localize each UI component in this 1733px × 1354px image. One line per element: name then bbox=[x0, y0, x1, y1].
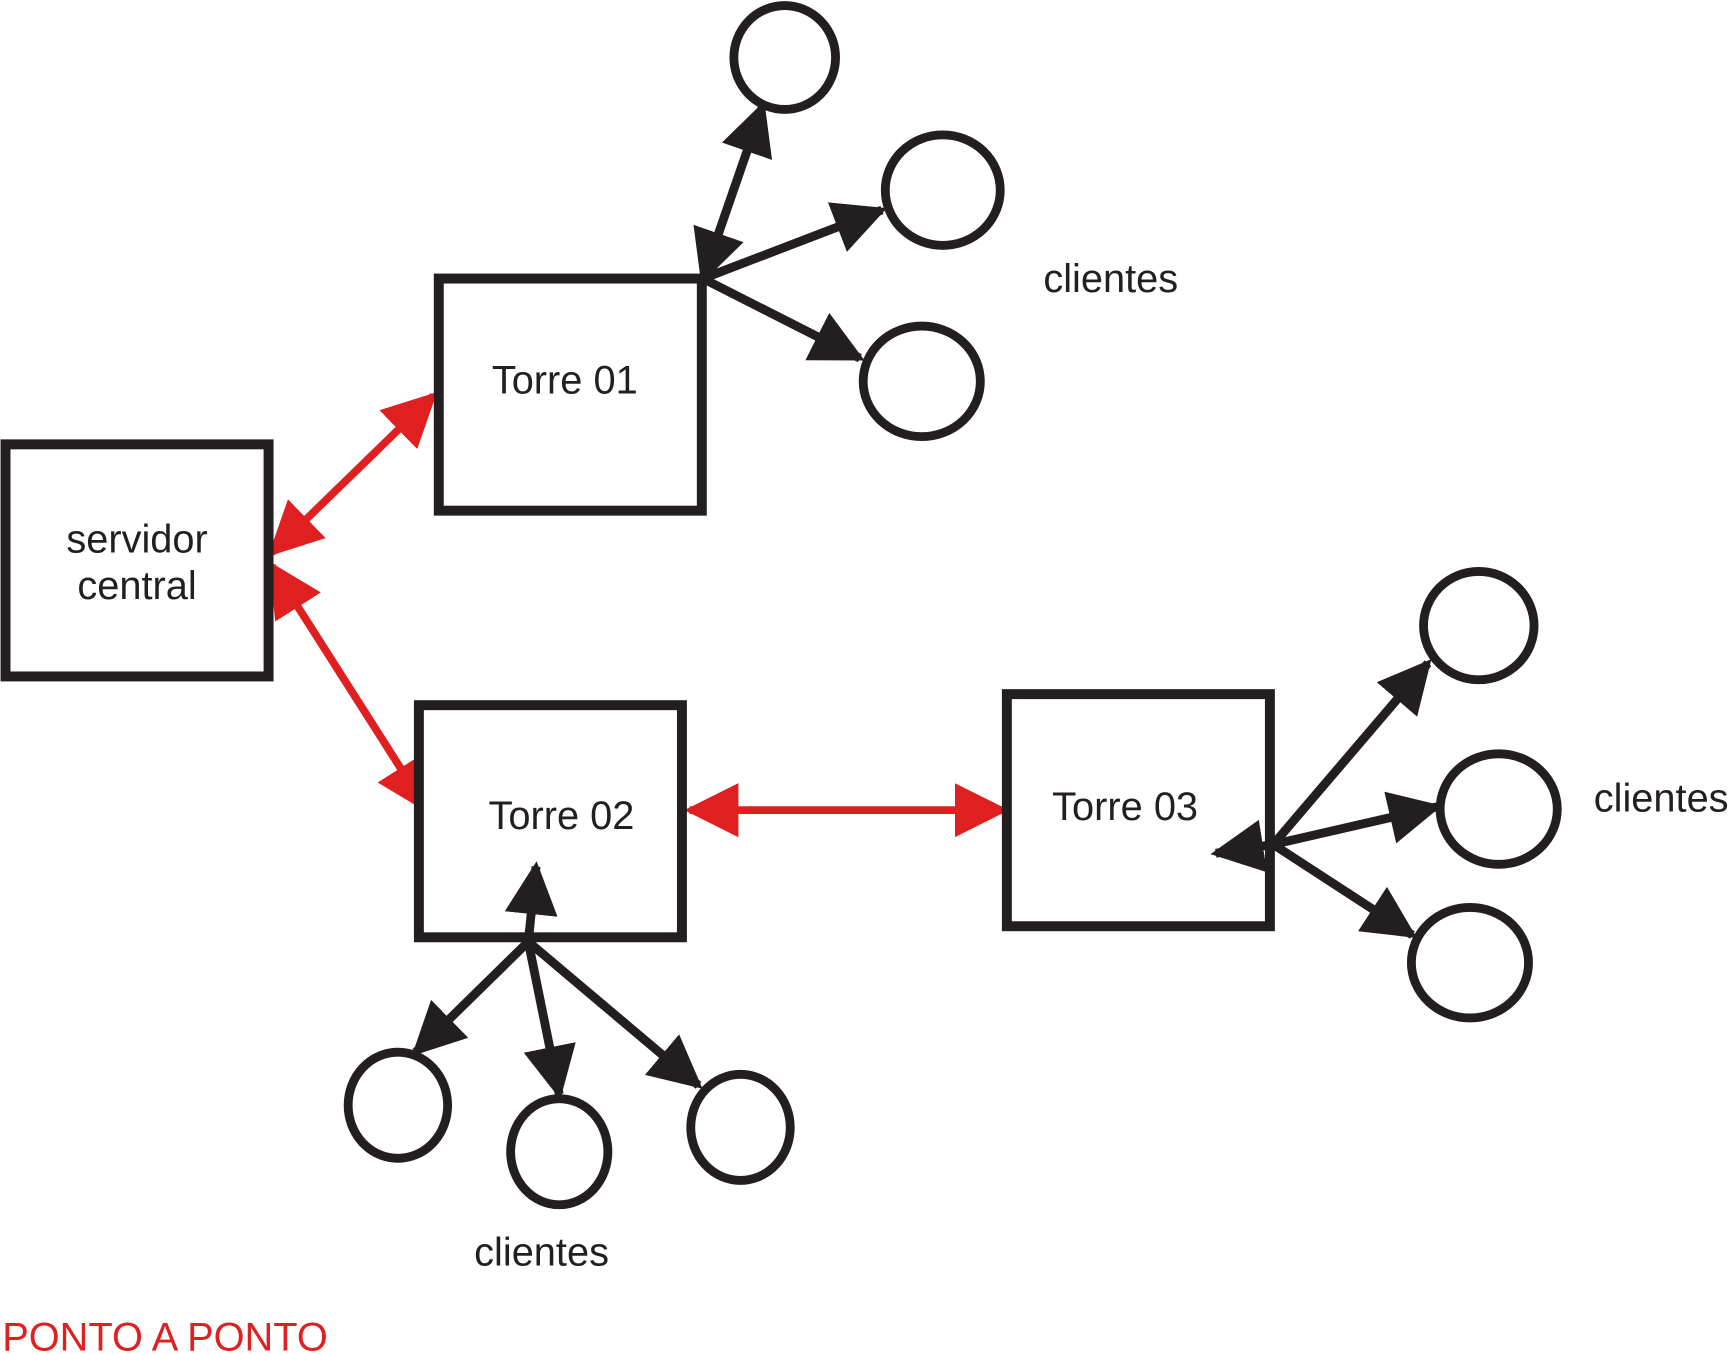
torre02-client-link-3 bbox=[525, 938, 703, 1089]
torre01-client-link-1 bbox=[693, 101, 773, 284]
torre03-client-3[interactable] bbox=[1406, 903, 1533, 1023]
torre01-client-2[interactable] bbox=[880, 130, 1005, 250]
server-node[interactable]: servidor central bbox=[0, 439, 274, 682]
torre03-clients-label: clientes bbox=[1594, 776, 1729, 820]
torre01-label: Torre 01 bbox=[492, 359, 638, 403]
torre02-uplink-arrow bbox=[504, 861, 558, 943]
torre01-client-link-3 bbox=[700, 274, 865, 363]
torre03-node[interactable]: Torre 03 bbox=[1001, 689, 1275, 932]
torre02-node[interactable]: Torre 02 bbox=[413, 700, 687, 943]
torre02-label: Torre 02 bbox=[489, 794, 635, 838]
torre01-client-3[interactable] bbox=[858, 321, 985, 442]
torre03-client-links bbox=[1210, 659, 1442, 939]
torre02-client-2[interactable] bbox=[506, 1094, 613, 1210]
torre01-node[interactable]: Torre 01 bbox=[433, 273, 707, 516]
torre02-client-1[interactable] bbox=[343, 1047, 453, 1163]
torre03-client-link-3 bbox=[1270, 840, 1417, 939]
torre02-client-link-1 bbox=[411, 938, 532, 1056]
torre02-clients-label: clientes bbox=[474, 1231, 609, 1275]
server-label-line1: servidor bbox=[66, 518, 207, 562]
torre02-client-3[interactable] bbox=[686, 1069, 795, 1185]
torre03-client-link-2 bbox=[1272, 791, 1442, 849]
torre02-client-link-2 bbox=[523, 940, 576, 1100]
torre03-label: Torre 03 bbox=[1052, 785, 1198, 829]
torre01-client-links bbox=[693, 101, 887, 363]
torre01-client-link-2 bbox=[701, 202, 887, 283]
diagram-title: PONTO A PONTO bbox=[2, 1316, 328, 1354]
torre03-inward-arrow bbox=[1210, 819, 1274, 873]
torre03-client-2[interactable] bbox=[1435, 749, 1562, 869]
server-label-line2: central bbox=[77, 564, 196, 608]
torre02-client-links bbox=[411, 861, 703, 1100]
torre03-client-link-1 bbox=[1269, 659, 1432, 848]
link-server-torre01 bbox=[268, 391, 438, 557]
torre01-clients-label: clientes bbox=[1043, 257, 1178, 301]
link-server-torre02 bbox=[268, 561, 430, 814]
torre01-client-1[interactable] bbox=[729, 1, 840, 114]
torre03-client-1[interactable] bbox=[1419, 567, 1539, 685]
